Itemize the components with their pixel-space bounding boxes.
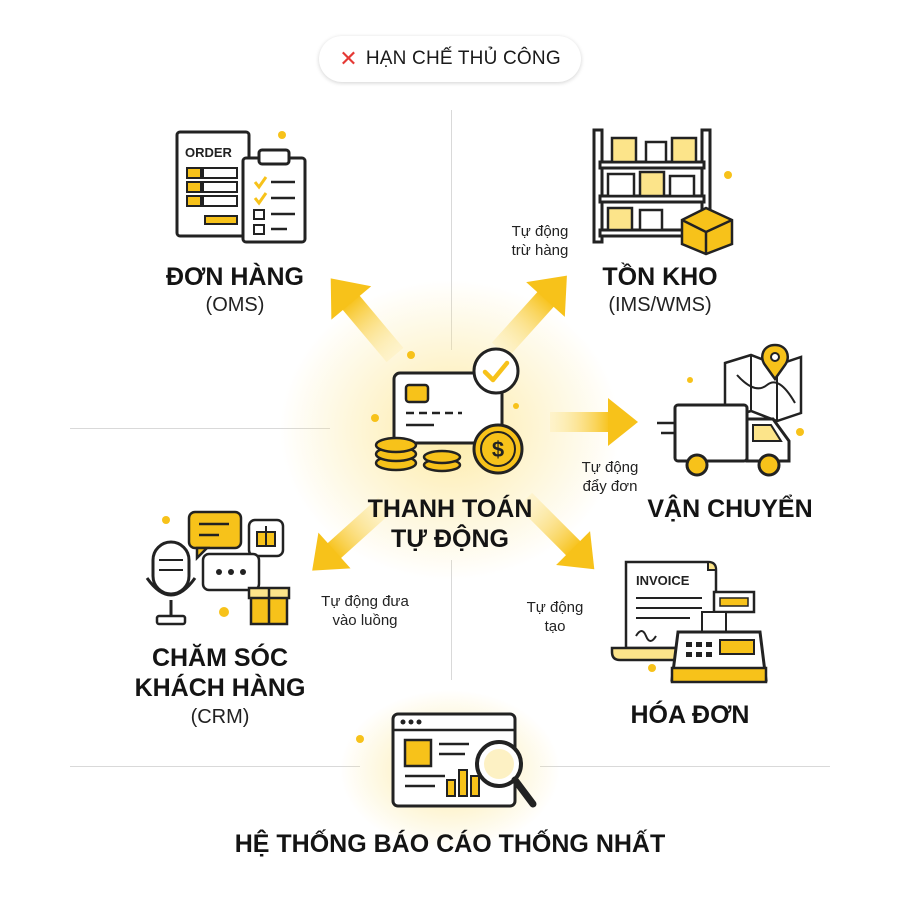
arrow-to-invoice — [517, 492, 595, 570]
invoice-note-line2: tạo — [544, 618, 566, 635]
shipping-note-line2: đẩy đơn — [582, 478, 638, 495]
horizontal-divider-left — [70, 428, 330, 429]
arrow-to-crm — [312, 497, 392, 571]
inventory-subtitle: (IMS/WMS) — [608, 294, 712, 316]
badge-label: HẠN CHẾ THỦ CÔNG — [365, 48, 561, 69]
inventory-title: TỒN KHO — [602, 263, 718, 291]
arrow-to-inventory — [491, 275, 567, 358]
cross-icon: ✕ — [339, 46, 358, 71]
customer-care-icon — [145, 510, 291, 626]
center-title-line2: TỰ ĐỘNG — [391, 525, 509, 553]
crm-title-line2: KHÁCH HÀNG — [134, 674, 306, 702]
order-icon-label: ORDER — [185, 145, 233, 160]
manual-limit-badge: ✕ HẠN CHẾ THỦ CÔNG — [319, 36, 581, 82]
invoice-title: HÓA ĐƠN — [630, 701, 750, 729]
svg-text:$: $ — [492, 437, 504, 462]
delivery-truck-map-icon — [657, 343, 803, 477]
shipping-note-line1: Tự động — [581, 459, 639, 476]
invoice-register-icon: INVOICE — [610, 560, 768, 684]
inventory-note-line1: Tự động — [511, 223, 569, 240]
crm-title-line1: CHĂM SÓC — [151, 644, 289, 672]
shipping-title: VẬN CHUYỂN — [647, 495, 813, 523]
arrow-to-shipping — [550, 398, 638, 446]
order-document-icon: ORDER — [175, 130, 307, 244]
orders-title: ĐƠN HÀNG — [166, 263, 304, 291]
warehouse-shelf-icon — [592, 128, 734, 256]
payment-card-coins-icon: $ — [374, 347, 524, 475]
center-title-line1: THANH TOÁN — [367, 495, 533, 523]
crm-note-line2: vào luồng — [332, 612, 398, 629]
invoice-note-line1: Tự động — [526, 599, 584, 616]
vertical-divider-top — [451, 110, 452, 350]
inventory-note-line2: trừ hàng — [511, 242, 569, 259]
report-dashboard-icon — [391, 712, 537, 808]
horizontal-divider-bottom-right — [540, 766, 830, 767]
invoice-icon-label: INVOICE — [636, 573, 690, 588]
orders-subtitle: (OMS) — [205, 294, 265, 316]
report-title: HỆ THỐNG BÁO CÁO THỐNG NHẤT — [234, 830, 666, 858]
crm-subtitle: (CRM) — [190, 706, 250, 728]
crm-note-line1: Tự động đưa — [321, 593, 409, 610]
vertical-divider-bottom — [451, 560, 452, 680]
horizontal-divider-bottom-left — [70, 766, 360, 767]
arrow-to-orders — [330, 278, 404, 363]
